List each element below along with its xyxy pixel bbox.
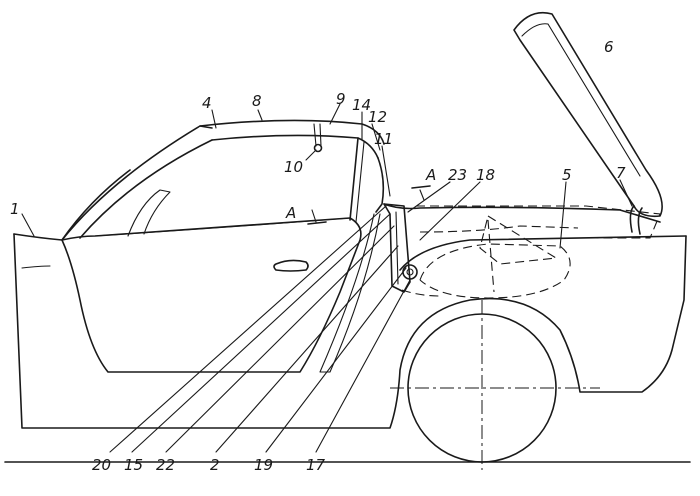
roof-panel (199, 119, 385, 145)
leader-11 (381, 145, 391, 197)
leader-9 (329, 103, 341, 125)
door-handle (273, 259, 309, 272)
roof-bar-9b (319, 123, 322, 147)
windshield-frame (61, 125, 213, 241)
section-arrow-a-right (411, 185, 431, 189)
leader-20 (109, 205, 387, 453)
label-22: 22 (156, 456, 175, 474)
windshield-frame-inner (79, 139, 213, 239)
label-14: 14 (352, 96, 371, 114)
leader-8 (257, 109, 263, 121)
label-8: 8 (252, 92, 262, 110)
leader-19 (265, 267, 407, 453)
label-23: 23 (448, 166, 467, 184)
door-outline (61, 217, 362, 373)
label-10: 10 (284, 158, 303, 176)
section-arrow-a-right-stem (419, 189, 425, 201)
label-11: 11 (374, 130, 393, 148)
label-4: 4 (202, 94, 212, 112)
leader-12 (371, 123, 381, 151)
leader-1 (21, 213, 35, 237)
trunk-lid (513, 11, 663, 218)
leader-23 (407, 181, 451, 213)
leader-2 (215, 245, 399, 453)
label-a-right: A (425, 166, 436, 184)
rear-compartment-line (401, 289, 441, 297)
leader-22 (165, 225, 395, 453)
hinge-point-10 (313, 143, 323, 153)
body-outline (13, 233, 687, 429)
stored-panel-mid (419, 225, 579, 233)
label-1: 1 (10, 200, 20, 218)
leader-18 (419, 181, 481, 241)
label-9: 9 (336, 90, 346, 108)
mechanism-rod (395, 211, 399, 285)
rear-pillar-14 (349, 137, 359, 221)
label-20: 20 (92, 456, 111, 474)
label-12: 12 (368, 108, 387, 126)
label-5: 5 (562, 166, 572, 184)
roof-bar-9 (313, 123, 317, 147)
roof-inner-line (211, 134, 379, 159)
rear-fender (399, 235, 687, 271)
windshield-pillar (127, 189, 171, 237)
support-strut-7 (629, 205, 635, 233)
label-7: 7 (616, 164, 626, 182)
label-2: 2 (210, 456, 220, 474)
support-strut-7b (637, 207, 643, 235)
label-15: 15 (124, 456, 143, 474)
pivot-19-inner (406, 268, 414, 276)
leader-4 (211, 109, 217, 129)
trunk-lid-inner (521, 23, 641, 177)
label-19: 19 (254, 456, 273, 474)
door-window-line (94, 217, 351, 237)
stored-panel-inner (487, 219, 495, 293)
section-arrow-a-left-stem (311, 209, 317, 223)
rear-deck (383, 203, 661, 223)
label-6: 6 (604, 38, 614, 56)
label-18: 18 (476, 166, 495, 184)
leader-10 (305, 149, 317, 161)
rear-pillar-14-inner (355, 141, 365, 223)
roof-storage-box-5 (419, 243, 571, 299)
label-17: 17 (306, 456, 326, 474)
door-gap (319, 213, 381, 373)
label-a-left: A (285, 204, 296, 222)
folded-roof-outline (416, 205, 661, 239)
body-side-line (21, 265, 51, 269)
leader-17 (315, 279, 411, 453)
leader-5 (559, 181, 567, 249)
rear-pillar-12 (375, 157, 385, 213)
leader-15 (131, 213, 391, 453)
stored-panel-top (479, 215, 558, 265)
section-arrow-a-left (307, 221, 327, 225)
leader-7 (619, 179, 633, 207)
